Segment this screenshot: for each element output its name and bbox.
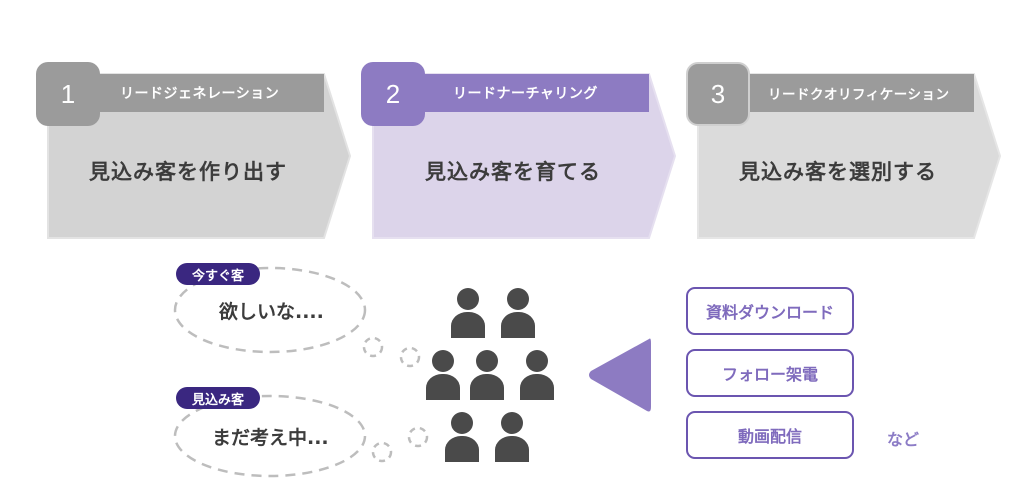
thought-dot-2b: [407, 426, 429, 448]
step-2-label: リードナーチャリング: [453, 86, 598, 102]
person-icon: [451, 288, 485, 338]
step-2-title: 見込み客を育てる: [425, 160, 601, 184]
bubble-2-tag: 見込み客: [176, 387, 261, 409]
step-3-label: リードクオリフィケーション: [768, 87, 950, 103]
bubble-1-text: 欲しいな....: [219, 301, 324, 323]
people-group-icon: [426, 288, 554, 462]
person-icon: [470, 350, 504, 400]
action-video-distribution: 動画配信: [686, 411, 854, 459]
person-icon: [501, 288, 535, 338]
person-icon: [495, 412, 529, 462]
person-icon: [445, 412, 479, 462]
thought-dot-1b: [399, 346, 421, 368]
thought-dot-2a: [371, 441, 393, 463]
bubble-2-text: まだ考え中...: [212, 427, 329, 449]
thought-dot-1a: [362, 336, 384, 358]
action-document-download: 資料ダウンロード: [686, 287, 854, 335]
step-1-number-badge: 1: [36, 62, 100, 126]
action-follow-up-call: フォロー架電: [686, 349, 854, 397]
person-icon: [520, 350, 554, 400]
step-1: リードジェネレーション 見込み客を作り出す: [47, 73, 352, 239]
person-icon: [426, 350, 460, 400]
step-1-label: リードジェネレーション: [120, 86, 280, 102]
triangle-left-icon: [589, 338, 651, 412]
actions-etc-label: など: [887, 430, 920, 449]
thought-bubble-1-outline: [173, 266, 367, 354]
step-3-title: 見込み客を選別する: [739, 160, 937, 184]
thought-bubble-2-outline: [173, 394, 367, 478]
bubble-1-tag: 今すぐ客: [176, 263, 261, 285]
step-1-title: 見込み客を作り出す: [89, 160, 287, 184]
step-2-number-badge: 2: [361, 62, 425, 126]
step-3-number-badge: 3: [686, 62, 750, 126]
